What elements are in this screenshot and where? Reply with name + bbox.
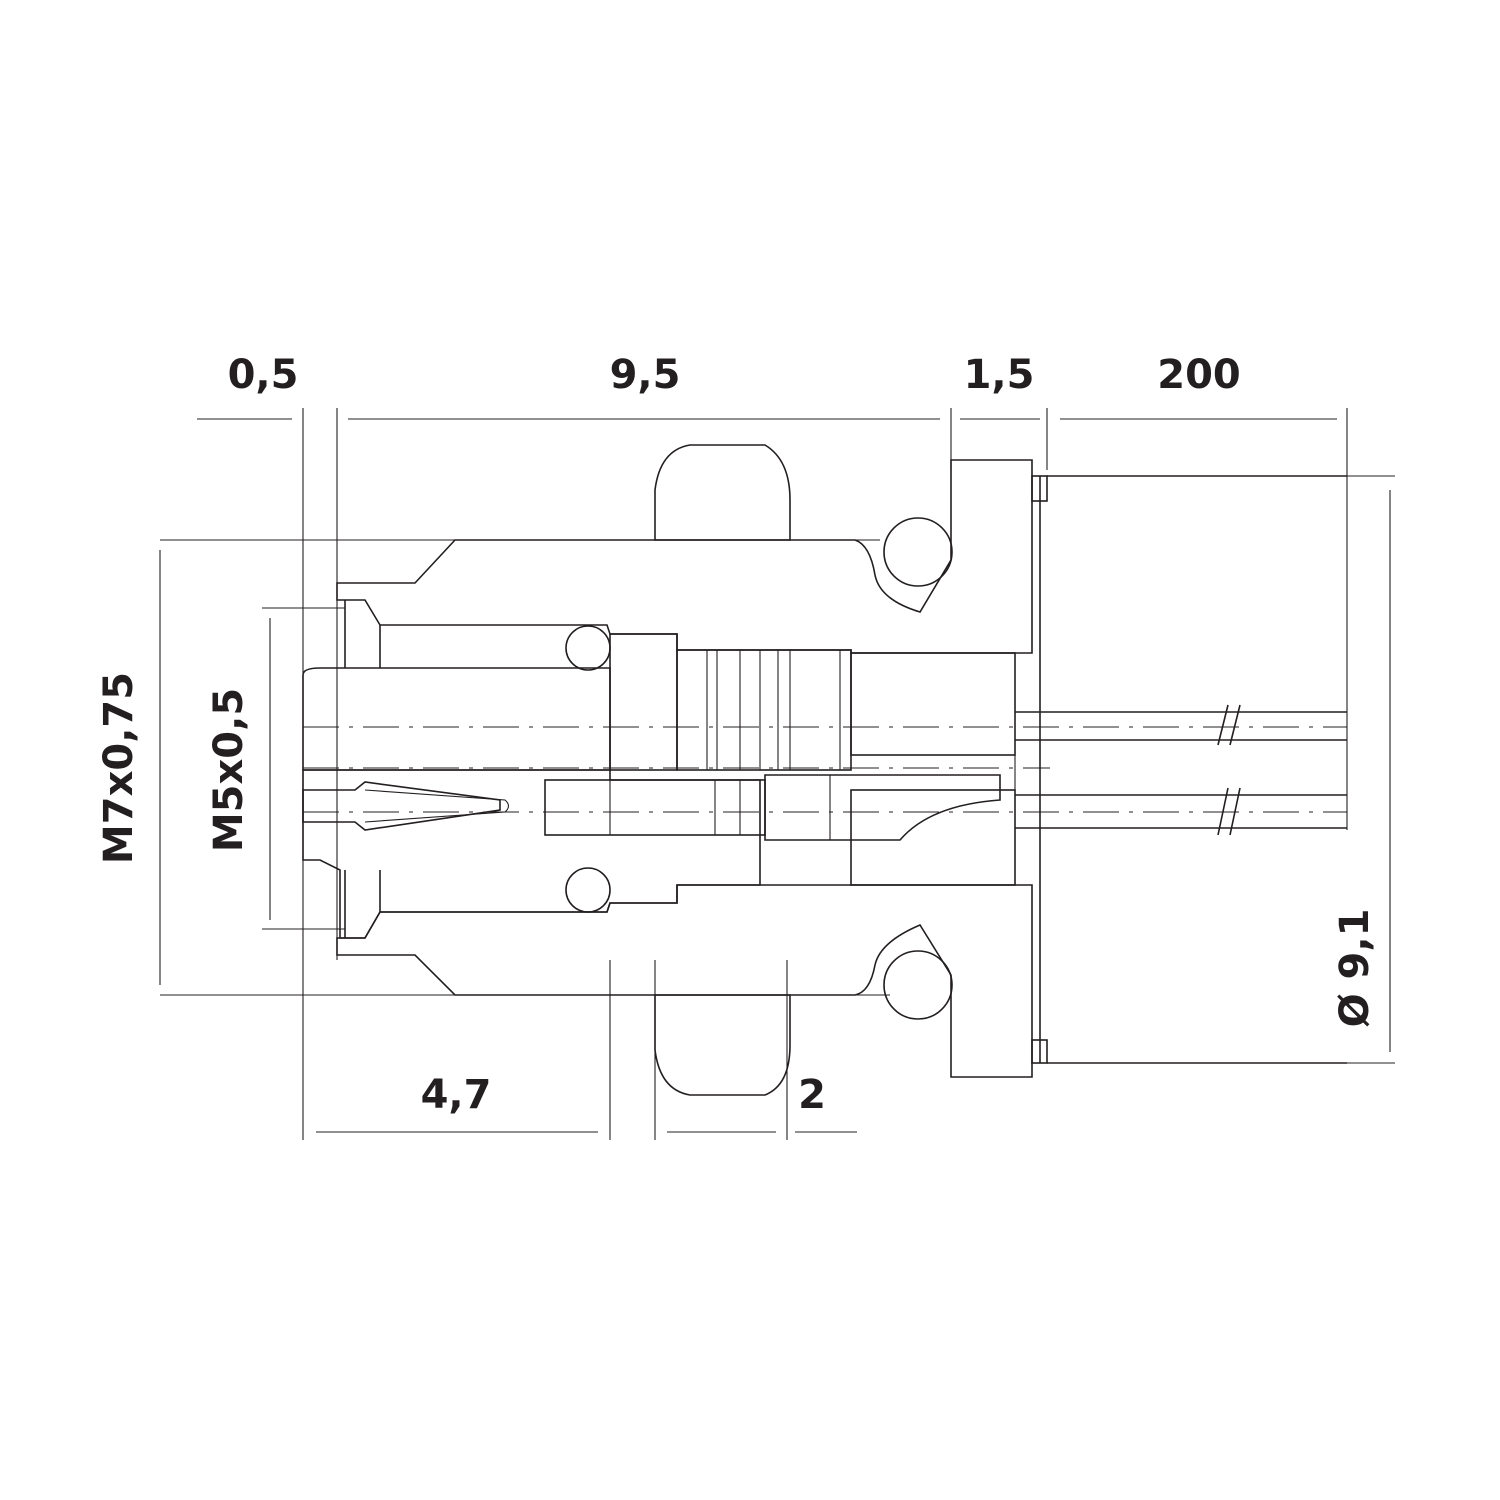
dim-label-0-5: 0,5 — [228, 352, 299, 398]
centerlines — [303, 726, 1347, 813]
nut-section — [654, 444, 791, 1096]
potting-seal — [850, 652, 1016, 886]
contact-pin — [302, 600, 1001, 938]
dim-label-200: 200 — [1157, 352, 1241, 398]
cable — [1015, 475, 1347, 1064]
dim-label-4-7: 4,7 — [421, 1072, 492, 1118]
dimension-lines — [159, 408, 1395, 1140]
dim-label-9-5: 9,5 — [610, 352, 681, 398]
dim-label-diameter: Ø 9,1 — [1332, 909, 1378, 1028]
dim-label-2: 2 — [798, 1072, 826, 1118]
dim-label-m7-thread: M7x0,75 — [96, 672, 142, 864]
dim-label-m5-thread: M5x0,5 — [206, 688, 252, 852]
dim-label-1-5: 1,5 — [964, 352, 1035, 398]
